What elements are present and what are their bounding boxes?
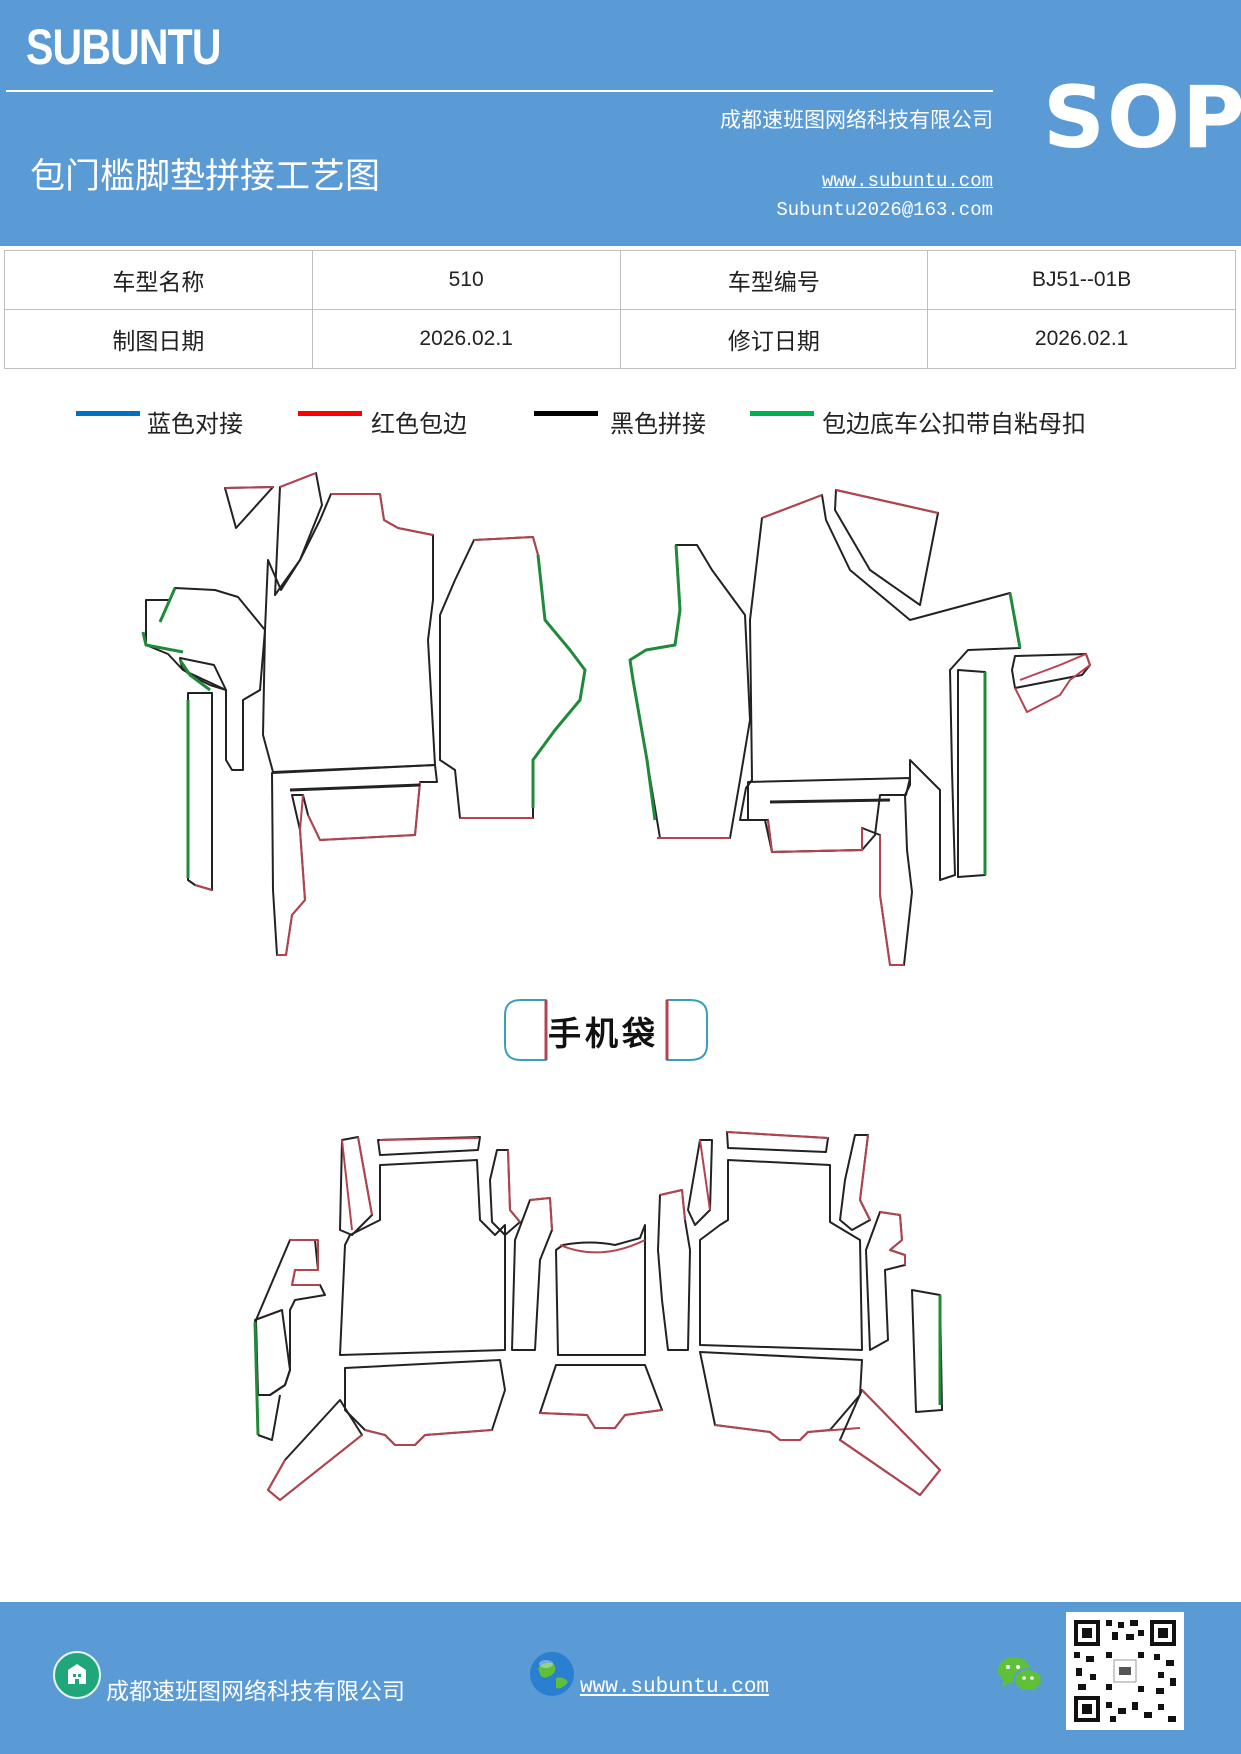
header-website-link[interactable]: www.subuntu.com xyxy=(821,170,993,192)
phone-pocket xyxy=(504,999,708,1061)
model-code-label: 车型编号 xyxy=(619,250,929,310)
front-right-mat xyxy=(628,489,1091,966)
table-row: 制图日期 2026.02.1 修订日期 2026.02.1 xyxy=(4,309,1236,369)
legend: 蓝色对接 红色包边 黑色拼接 包边底车公扣带自粘母扣 xyxy=(0,400,1241,440)
pattern-drawing xyxy=(141,472,1091,1501)
model-code-value: BJ51--01B xyxy=(927,250,1236,310)
qr-code[interactable] xyxy=(1066,1612,1184,1730)
wechat-icon[interactable] xyxy=(996,1654,1044,1696)
legend-label-red: 红色包边 xyxy=(371,410,467,438)
footer-company: 成都速班图网络科技有限公司 xyxy=(106,1679,405,1705)
model-name-label: 车型名称 xyxy=(4,250,313,310)
revise-date-label: 修订日期 xyxy=(619,309,929,369)
phone-pocket-label: 手机袋 xyxy=(548,1014,659,1053)
legend-label-green: 包边底车公扣带自粘母扣 xyxy=(822,410,1086,438)
header-email: Subuntu2026@163.com xyxy=(776,199,993,221)
sop-badge: SOP xyxy=(1043,68,1241,168)
draw-date-label: 制图日期 xyxy=(4,309,313,369)
header-banner: SUBUNTU SOP 成都速班图网络科技有限公司 包门槛脚垫拼接工艺图 www… xyxy=(0,0,1241,246)
revise-date-value: 2026.02.1 xyxy=(927,309,1236,369)
footer-banner: 成都速班图网络科技有限公司 www.subuntu.com xyxy=(0,1602,1241,1754)
legend-swatch-green xyxy=(750,411,814,416)
front-left-mat xyxy=(141,472,587,956)
brand-logo: SUBUNTU xyxy=(26,19,222,75)
legend-label-black: 黑色拼接 xyxy=(610,410,706,438)
legend-label-blue: 蓝色对接 xyxy=(147,410,243,438)
globe-icon xyxy=(530,1652,574,1696)
header-company: 成都速班图网络科技有限公司 xyxy=(720,108,993,132)
table-row: 车型名称 510 车型编号 BJ51--01B xyxy=(4,250,1236,310)
header-divider xyxy=(6,90,993,92)
page-title: 包门槛脚垫拼接工艺图 xyxy=(30,157,381,197)
info-table: 车型名称 510 车型编号 BJ51--01B 制图日期 2026.02.1 修… xyxy=(4,250,1236,369)
rear-mat xyxy=(253,1131,943,1501)
legend-swatch-red xyxy=(298,411,362,416)
legend-swatch-blue xyxy=(76,411,140,416)
legend-swatch-black xyxy=(534,411,598,416)
draw-date-value: 2026.02.1 xyxy=(311,309,621,369)
building-icon xyxy=(53,1651,101,1699)
model-name-value: 510 xyxy=(311,250,621,310)
footer-website-link[interactable]: www.subuntu.com xyxy=(580,1676,770,1699)
